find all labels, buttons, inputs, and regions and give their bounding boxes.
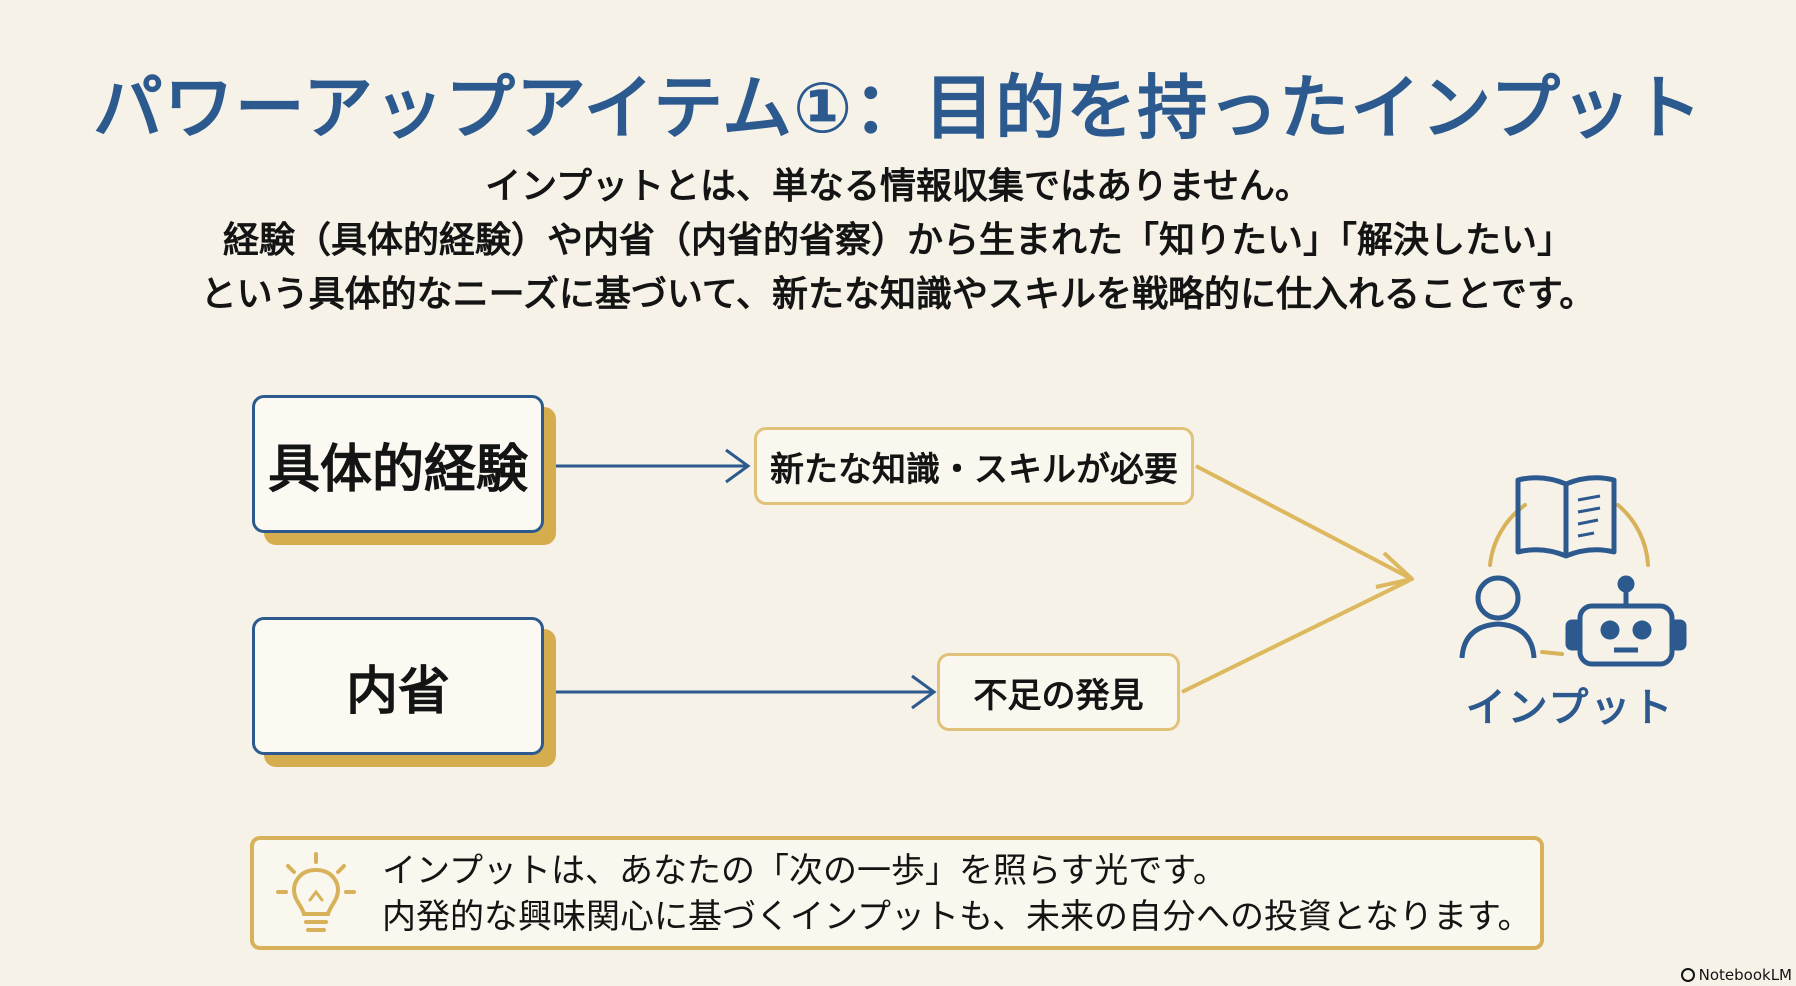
- page-title: パワーアップアイテム①：目的を持ったインプット: [92, 67, 1704, 149]
- notebooklm-logo-icon: [1680, 968, 1695, 982]
- tip-line-1: インプットは、あなたの「次の一歩」を照らす光です。: [382, 851, 1227, 891]
- arrow-need-to-input: [1195, 464, 1411, 580]
- arrow-experience-to-need: [548, 448, 751, 484]
- person-icon: [1459, 575, 1537, 659]
- intro-line-2: 経験（具体的経験）や内省（内省的省察）から生まれた「知りたい」「解決したい」: [222, 220, 1573, 261]
- input-label: インプット: [1465, 685, 1675, 731]
- experience-box: 具体的経験: [252, 395, 544, 533]
- book-icon: [1515, 475, 1617, 559]
- notebooklm-watermark: NotebookLM: [1680, 966, 1792, 984]
- cycle-arc-right: [1616, 503, 1650, 567]
- intro-text: インプットとは、単なる情報収集ではありません。 経験（具体的経験）や内省（内省的…: [0, 160, 1796, 322]
- connector-line: [1540, 650, 1564, 656]
- reflection-box: 内省: [252, 617, 544, 755]
- robot-icon: [1565, 575, 1687, 667]
- intro-line-3: という具体的なニーズに基づいて、新たな知識やスキルを戦略的に仕入れることです。: [200, 274, 1596, 315]
- tip-text: インプットは、あなたの「次の一歩」を照らす光です。 内発的な興味関心に基づくイン…: [382, 848, 1532, 940]
- gap-discovery-box: 不足の発見: [937, 653, 1180, 731]
- tip-callout: インプットは、あなたの「次の一歩」を照らす光です。 内発的な興味関心に基づくイン…: [250, 836, 1544, 950]
- intro-line-1: インプットとは、単なる情報収集ではありません。: [485, 166, 1311, 207]
- arrow-gap-to-input: [1181, 551, 1414, 694]
- watermark-text: NotebookLM: [1698, 966, 1792, 984]
- arrow-reflection-to-gap: [548, 674, 937, 710]
- lightbulb-icon: [276, 852, 356, 932]
- need-box: 新たな知識・スキルが必要: [754, 427, 1194, 505]
- input-illustration: [1459, 475, 1687, 667]
- tip-line-2: 内発的な興味関心に基づくインプットも、未来の自分への投資となります。: [382, 897, 1532, 937]
